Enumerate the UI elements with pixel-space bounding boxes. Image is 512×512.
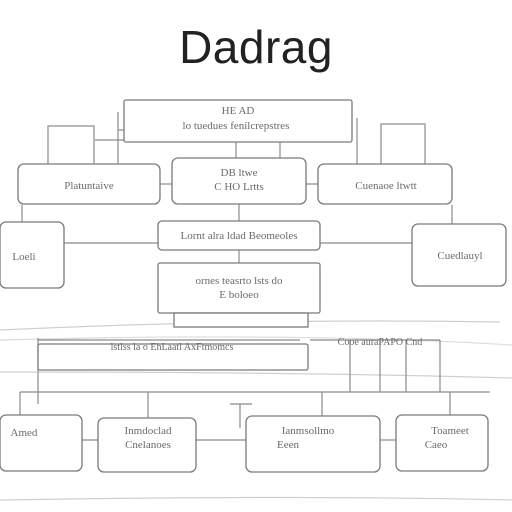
- node-top: [123, 99, 353, 143]
- node-bottom3: [245, 415, 381, 473]
- node-bottom4-line1: Toameet: [431, 425, 469, 437]
- node-labels: HE AD lo tuedues fenilcrepstres Platunta…: [11, 105, 483, 451]
- node-top-line2: lo tuedues fenilcrepstres: [183, 120, 290, 132]
- node-lower-line1: ornes teasrto lsts do: [195, 275, 283, 287]
- node-farright-label: Cuedlauyl: [437, 250, 482, 262]
- node-lower: [157, 262, 321, 314]
- connector-lines: [0, 112, 512, 501]
- node-bottom1-label: Amed: [11, 427, 38, 439]
- node-farright: [411, 223, 507, 287]
- node-bottom1: [0, 414, 83, 472]
- node-right-label: Cuenaoe ltwtt: [355, 180, 416, 192]
- bus-left-label: lstlss la o EhLaatl AxFtmomcs: [111, 342, 234, 353]
- node-left-label: Platuntaive: [64, 180, 114, 192]
- node-bottom3-line2: Eeen: [277, 439, 299, 451]
- node-bottom3-line1: Ianmsollmo: [282, 425, 335, 437]
- node-farleft: [0, 221, 65, 289]
- node-boxes: [0, 99, 507, 473]
- node-center: [171, 157, 307, 205]
- node-farleft-label: Loeli: [12, 251, 35, 263]
- node-lower-line2: E boloeo: [219, 289, 259, 301]
- node-right: [317, 163, 453, 205]
- node-bottom2: [97, 417, 197, 473]
- node-bottom4: [395, 414, 489, 472]
- node-bottom2-line2: Cnelanoes: [125, 439, 171, 451]
- node-bottom2-line1: Inmdoclad: [124, 425, 172, 437]
- bus-right-label: Cooe auraPAPO Cnd: [338, 337, 423, 348]
- diagram-title: Dadrag: [179, 21, 333, 73]
- node-center-line2: C HO Lrtts: [214, 181, 264, 193]
- node-mid-label: Lornt alra ldad Beomeoles: [181, 230, 298, 242]
- node-lower-base: [173, 312, 309, 328]
- node-bottom4-line2: Caeo: [425, 439, 448, 451]
- node-bus-left: [37, 343, 309, 371]
- node-center-line1: DB ltwe: [221, 167, 258, 179]
- node-left: [17, 163, 161, 205]
- node-top-line1: HE AD: [222, 105, 255, 117]
- node-mid: [157, 220, 321, 251]
